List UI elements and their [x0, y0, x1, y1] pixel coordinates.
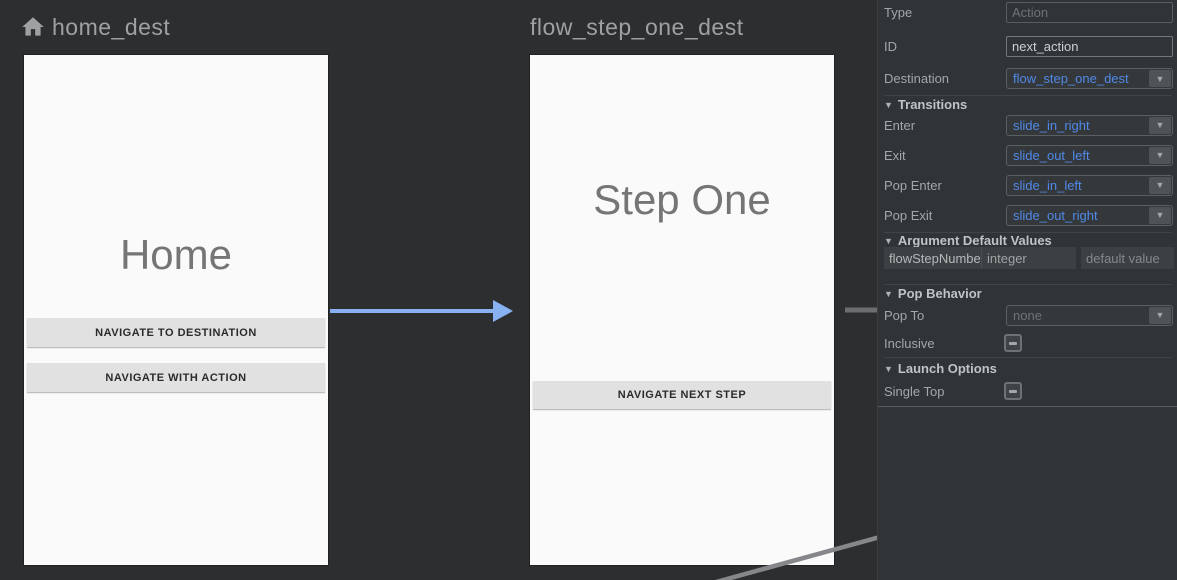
section-divider: [884, 95, 1172, 96]
chevron-down-icon: ▼: [1149, 176, 1171, 194]
graph-canvas[interactable]: home_dest flow_step_one_dest Home NAVIGA…: [0, 0, 877, 580]
home-destination-preview[interactable]: Home NAVIGATE TO DESTINATION NAVIGATE WI…: [24, 55, 328, 565]
navigate-next-step-button: NAVIGATE NEXT STEP: [533, 381, 831, 409]
chevron-down-icon: ▼: [1149, 146, 1171, 164]
argument-row: flowStepNumber integer default value: [878, 247, 1177, 269]
pop-exit-label: Pop Exit: [884, 207, 933, 223]
argument-name-cell: flowStepNumber: [884, 247, 982, 269]
home-screen-title: Home: [119, 231, 233, 278]
exit-label: Exit: [884, 147, 906, 163]
exit-transition-dropdown[interactable]: slide_out_left ▼: [1006, 144, 1173, 166]
collapse-triangle-icon: ▼: [884, 363, 893, 374]
transitions-section-header[interactable]: ▼ Transitions: [884, 97, 968, 112]
navigate-to-destination-button: NAVIGATE TO DESTINATION: [27, 318, 325, 347]
single-top-label: Single Top: [884, 383, 945, 399]
destination-dropdown[interactable]: flow_step_one_dest ▼: [1006, 68, 1173, 89]
pop-behavior-section-header[interactable]: ▼ Pop Behavior: [884, 286, 982, 301]
exit-transition-value: slide_out_left: [1013, 147, 1090, 163]
navigate-with-action-button: NAVIGATE WITH ACTION: [27, 363, 325, 392]
attributes-panel: Type ID Destination flow_step_one_dest ▼…: [877, 0, 1177, 580]
next-action-arrow[interactable]: [330, 300, 513, 322]
argument-type-cell: integer: [982, 247, 1076, 269]
chevron-down-icon: ▼: [1149, 70, 1171, 87]
argument-defaults-section-header[interactable]: ▼ Argument Default Values: [884, 233, 1052, 248]
collapse-triangle-icon: ▼: [884, 288, 893, 299]
section-divider: [884, 284, 1172, 285]
pop-to-label: Pop To: [884, 307, 925, 323]
pop-enter-transition-value: slide_in_left: [1013, 177, 1082, 193]
id-field[interactable]: [1006, 35, 1173, 57]
panel-bottom-divider: [878, 406, 1177, 407]
indeterminate-dash-icon: [1009, 341, 1017, 345]
home-icon: [20, 14, 46, 40]
pop-exit-transition-dropdown[interactable]: slide_out_right ▼: [1006, 204, 1173, 226]
step-one-destination-preview[interactable]: Step One NAVIGATE NEXT STEP: [530, 55, 834, 565]
destination-value: flow_step_one_dest: [1013, 71, 1129, 86]
inclusive-checkbox[interactable]: [1004, 334, 1022, 352]
enter-label: Enter: [884, 117, 916, 133]
launch-options-section-header[interactable]: ▼ Launch Options: [884, 361, 997, 376]
argument-default-value-field[interactable]: default value: [1081, 247, 1174, 269]
type-label: Type: [884, 5, 913, 20]
home-destination-title: home_dest: [52, 13, 171, 40]
pop-exit-transition-value: slide_out_right: [1013, 207, 1098, 223]
enter-transition-value: slide_in_right: [1013, 117, 1090, 133]
pop-enter-transition-dropdown[interactable]: slide_in_left ▼: [1006, 174, 1173, 196]
type-field[interactable]: [1006, 2, 1173, 23]
step-one-destination-title: flow_step_one_dest: [530, 13, 744, 40]
pop-to-value: none: [1013, 307, 1042, 323]
collapse-triangle-icon: ▼: [884, 99, 893, 110]
chevron-down-icon: ▼: [1149, 306, 1171, 324]
destination-label: Destination: [884, 71, 950, 86]
home-destination-header[interactable]: home_dest: [20, 10, 170, 44]
enter-transition-dropdown[interactable]: slide_in_right ▼: [1006, 114, 1173, 136]
inclusive-label: Inclusive: [884, 335, 935, 351]
single-top-checkbox[interactable]: [1004, 382, 1022, 400]
chevron-down-icon: ▼: [1149, 206, 1171, 224]
step-one-screen-title: Step One: [593, 176, 771, 223]
indeterminate-dash-icon: [1009, 389, 1017, 393]
step-one-destination-header[interactable]: flow_step_one_dest: [530, 10, 744, 44]
section-divider: [884, 232, 1172, 233]
id-label: ID: [884, 38, 897, 54]
chevron-down-icon: ▼: [1149, 116, 1171, 134]
section-divider: [884, 357, 1172, 358]
pop-enter-label: Pop Enter: [884, 177, 942, 193]
collapse-triangle-icon: ▼: [884, 235, 893, 246]
pop-to-dropdown[interactable]: none ▼: [1006, 304, 1173, 326]
